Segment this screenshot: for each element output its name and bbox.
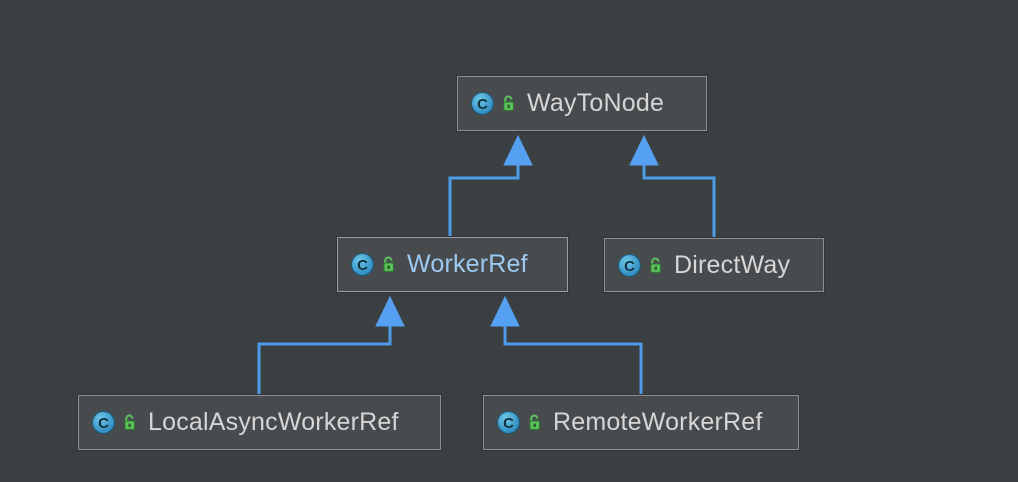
class-c-icon: C: [618, 253, 641, 277]
public-lock-icon: [648, 257, 663, 274]
class-node-localasyncworkerref[interactable]: C LocalAsyncWorkerRef: [78, 395, 441, 450]
svg-text:C: C: [503, 415, 514, 432]
class-name-label: DirectWay: [674, 250, 791, 279]
class-node-workerref[interactable]: C WorkerRef: [337, 237, 568, 292]
class-name-label: LocalAsyncWorkerRef: [148, 408, 399, 436]
public-lock-icon: [122, 414, 137, 431]
class-c-icon: C: [497, 411, 520, 434]
svg-text:C: C: [624, 258, 635, 275]
class-c-icon: C: [92, 411, 115, 434]
svg-text:C: C: [98, 415, 109, 432]
class-node-directway[interactable]: C DirectWay: [604, 238, 824, 292]
edge-localasyncworkerref-to-workerref: [257, 295, 405, 395]
public-lock-icon: [381, 256, 396, 273]
svg-text:C: C: [477, 96, 488, 113]
public-lock-icon: [527, 414, 542, 431]
class-c-icon: C: [471, 92, 494, 115]
edge-directway-to-waytonode: [629, 134, 716, 238]
class-name-label: WorkerRef: [407, 250, 528, 278]
edge-remoteworkerref-to-workerref: [490, 295, 643, 395]
class-c-icon: C: [351, 253, 374, 276]
class-name-label: WayToNode: [527, 89, 665, 117]
class-name-label: RemoteWorkerRef: [553, 408, 763, 436]
class-node-waytonode[interactable]: C WayToNode: [457, 76, 707, 131]
public-lock-icon: [501, 95, 516, 112]
class-node-remoteworkerref[interactable]: C RemoteWorkerRef: [483, 395, 799, 450]
svg-text:C: C: [357, 257, 368, 274]
edge-workerref-to-waytonode: [448, 134, 533, 237]
